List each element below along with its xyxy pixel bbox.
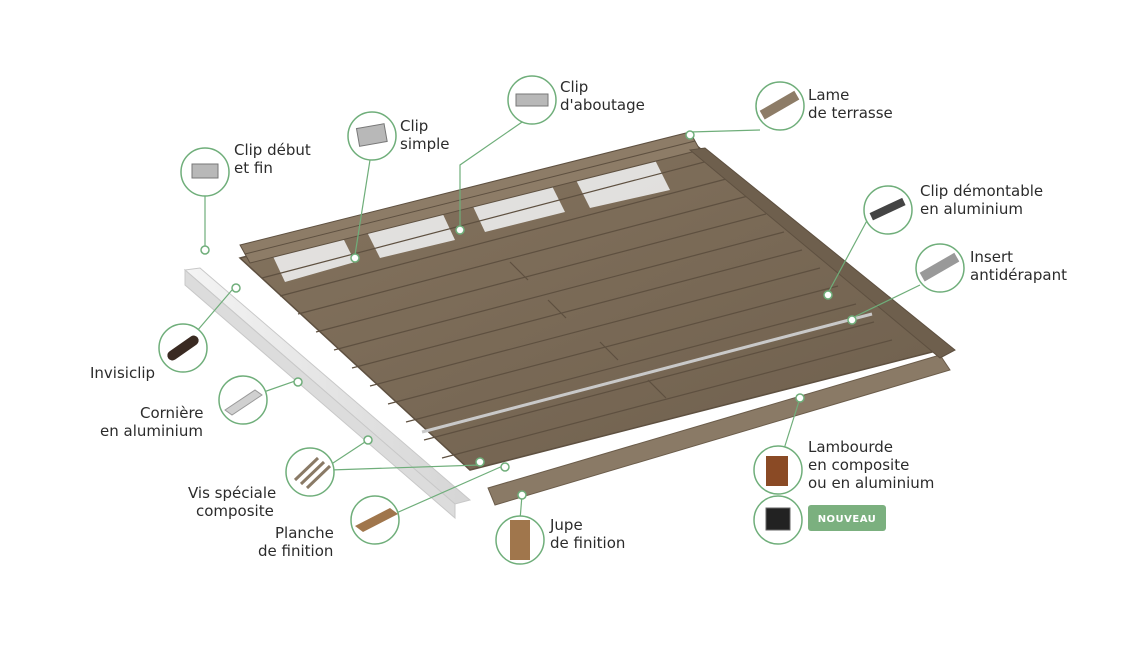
label-clip-demontable: Clip démontable en aluminium	[920, 182, 1048, 218]
text-labels: Clip début et fin Clip simple Clip d'abo…	[90, 78, 1067, 560]
label-planche: Planche de finition	[258, 524, 339, 560]
clip-simple-bubble	[347, 111, 397, 161]
lambourde-alu-bubble	[753, 495, 803, 545]
label-insert: Insert antidérapant	[970, 248, 1067, 284]
lambourde-bubble	[753, 445, 803, 495]
lambourde-icon	[766, 456, 788, 486]
clip-icon	[191, 163, 219, 179]
label-lame-terrasse: Lame de terrasse	[808, 86, 893, 122]
label-corniere: Cornière en aluminium	[100, 404, 208, 440]
label-clip-simple: Clip simple	[400, 117, 450, 153]
clip-demontable-bubble	[863, 185, 913, 235]
lambourde-alu-icon	[765, 507, 791, 531]
clip-debut-fin-bubble	[180, 147, 230, 197]
insert-icon	[919, 252, 960, 282]
lame-icon	[759, 90, 800, 120]
lame-terrasse-bubble	[755, 81, 805, 131]
jupe-bubble	[495, 515, 545, 565]
clip-aboutage-bubble	[507, 75, 557, 125]
corniere-icon	[224, 389, 263, 416]
nouveau-text: NOUVEAU	[818, 514, 877, 525]
corniere-aluminium-profile	[183, 267, 472, 520]
label-vis: Vis spéciale composite	[188, 484, 281, 520]
label-lambourde: Lambourde en composite ou en aluminium	[808, 438, 934, 492]
corniere-bubble	[218, 375, 268, 425]
insert-bubble	[915, 243, 965, 293]
clip-aboutage-icon	[515, 93, 549, 107]
vis-bubble	[285, 447, 335, 497]
invisiclip-icon	[167, 335, 199, 361]
planche-icon	[355, 508, 398, 532]
nouveau-badge: NOUVEAU	[808, 505, 886, 531]
clip-demontable-icon	[869, 197, 906, 221]
lambourde-edge	[688, 147, 956, 359]
jupe-icon	[510, 520, 530, 560]
jupe-finition-board	[487, 354, 951, 506]
label-invisiclip: Invisiclip	[90, 364, 155, 382]
label-clip-aboutage: Clip d'aboutage	[560, 78, 645, 114]
invisiclip-bubble	[158, 323, 208, 373]
vis-icon	[293, 456, 332, 490]
deck-surface	[238, 139, 942, 471]
connection-dots	[200, 130, 857, 500]
label-clip-debut-fin: Clip début et fin	[234, 141, 316, 177]
clip-simple-icon	[355, 123, 388, 147]
label-jupe: Jupe de finition	[549, 516, 625, 552]
planche-bubble	[350, 495, 400, 545]
